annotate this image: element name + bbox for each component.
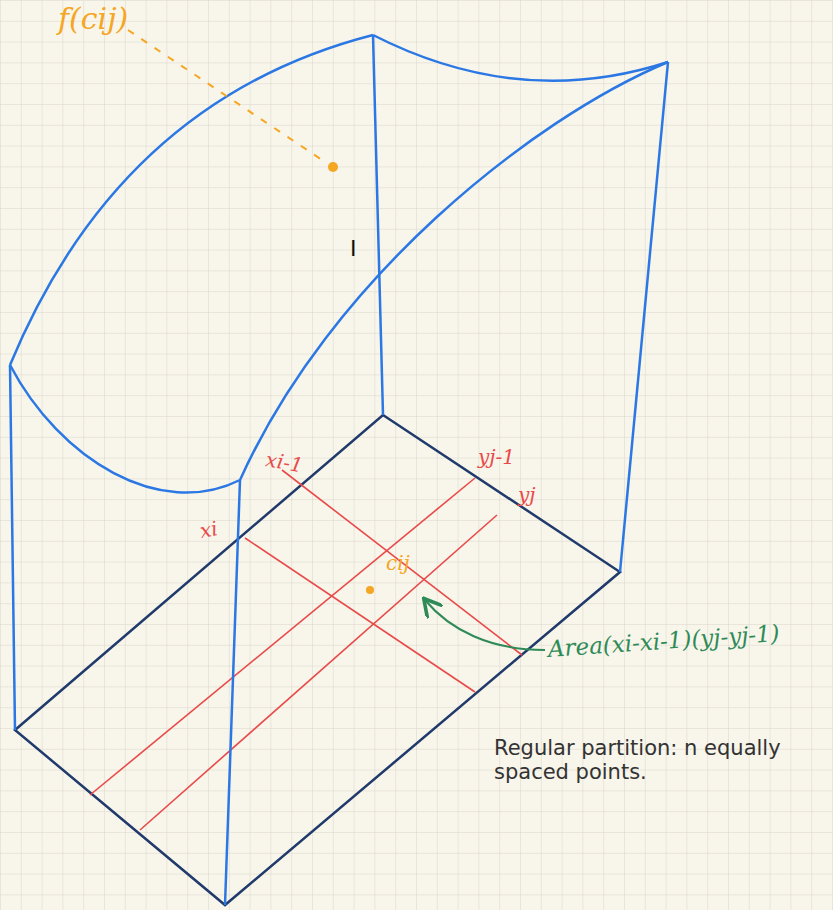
surface-point: [328, 162, 338, 172]
cursor-mark: I: [350, 236, 357, 261]
partition-label: yj: [518, 484, 536, 507]
area-arrow: [425, 600, 545, 650]
partition-label: yj-1: [478, 446, 515, 469]
sample-point-label: cij: [386, 552, 410, 575]
base-region: [15, 415, 620, 905]
sample-point: [366, 586, 374, 594]
caption-note: Regular partition: n equally spaced poin…: [494, 736, 814, 784]
partition-label: xi: [198, 517, 219, 543]
leader-line: [128, 30, 325, 162]
partition-lines: [90, 470, 522, 830]
function-value-label: f(cij): [58, 2, 128, 37]
